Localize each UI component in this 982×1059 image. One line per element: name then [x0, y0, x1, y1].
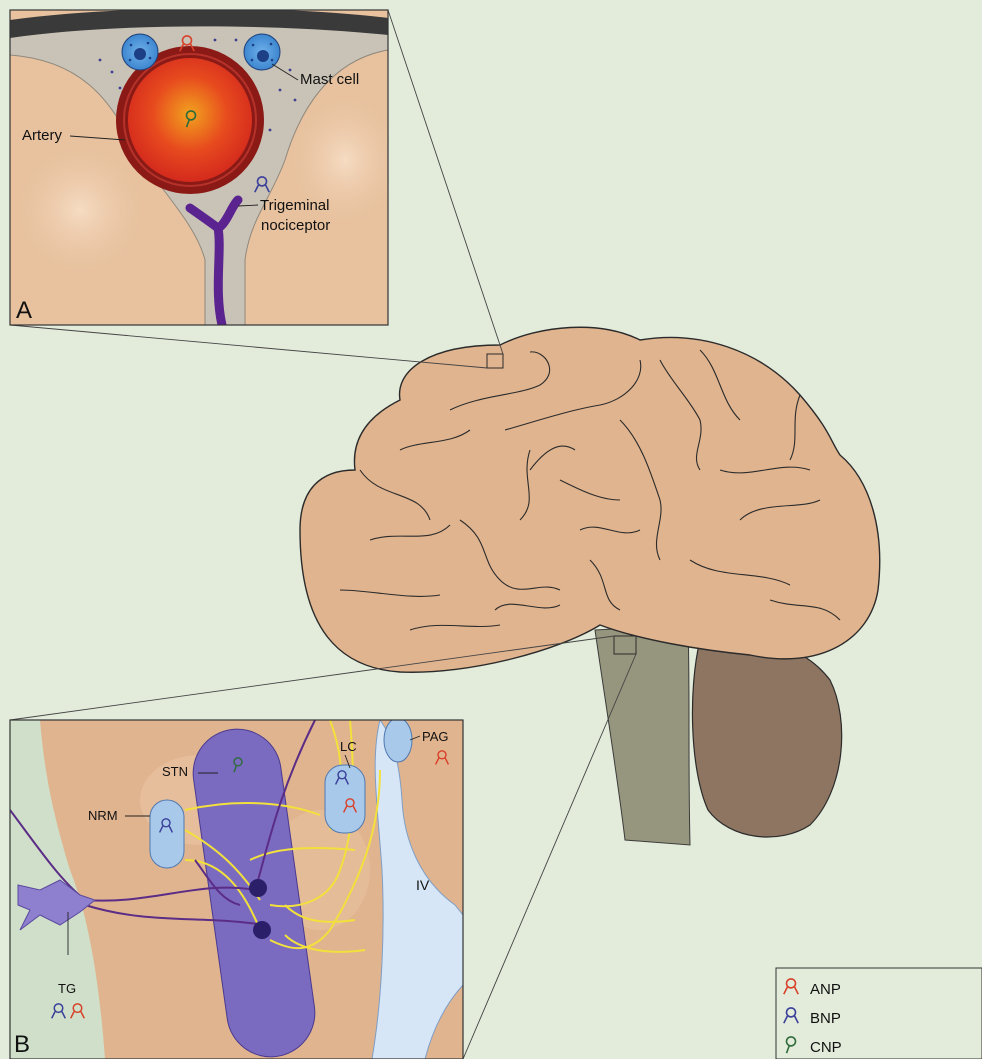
nrm-nucleus	[150, 800, 184, 868]
legend-label-cnp: CNP	[810, 1039, 842, 1056]
label-nociceptor: nociceptor	[261, 217, 330, 234]
label-lc: LC	[340, 739, 357, 754]
label-artery: Artery	[22, 127, 63, 144]
label-tg: TG	[58, 981, 76, 996]
legend-label-bnp: BNP	[810, 1010, 841, 1027]
label-stn: STN	[162, 764, 188, 779]
brainstem	[595, 625, 690, 845]
legend: ANP BNP CNP	[776, 968, 982, 1059]
panel-a-letter: A	[16, 297, 32, 324]
pag-nucleus	[384, 718, 412, 762]
lc-nucleus	[325, 765, 365, 833]
cerebrum	[300, 327, 880, 672]
legend-label-anp: ANP	[810, 981, 841, 998]
cerebellum	[692, 636, 841, 837]
panel-a: Artery Mast cell Trigeminal nociceptor A	[10, 8, 405, 325]
label-mast-cell: Mast cell	[300, 71, 359, 88]
label-pag: PAG	[422, 729, 449, 744]
label-iv: IV	[416, 877, 430, 893]
panel-b-letter: B	[14, 1031, 30, 1058]
panel-b: STN LC PAG NRM IV TG B	[10, 718, 463, 1059]
label-trigeminal: Trigeminal	[260, 197, 329, 214]
label-nrm: NRM	[88, 808, 118, 823]
